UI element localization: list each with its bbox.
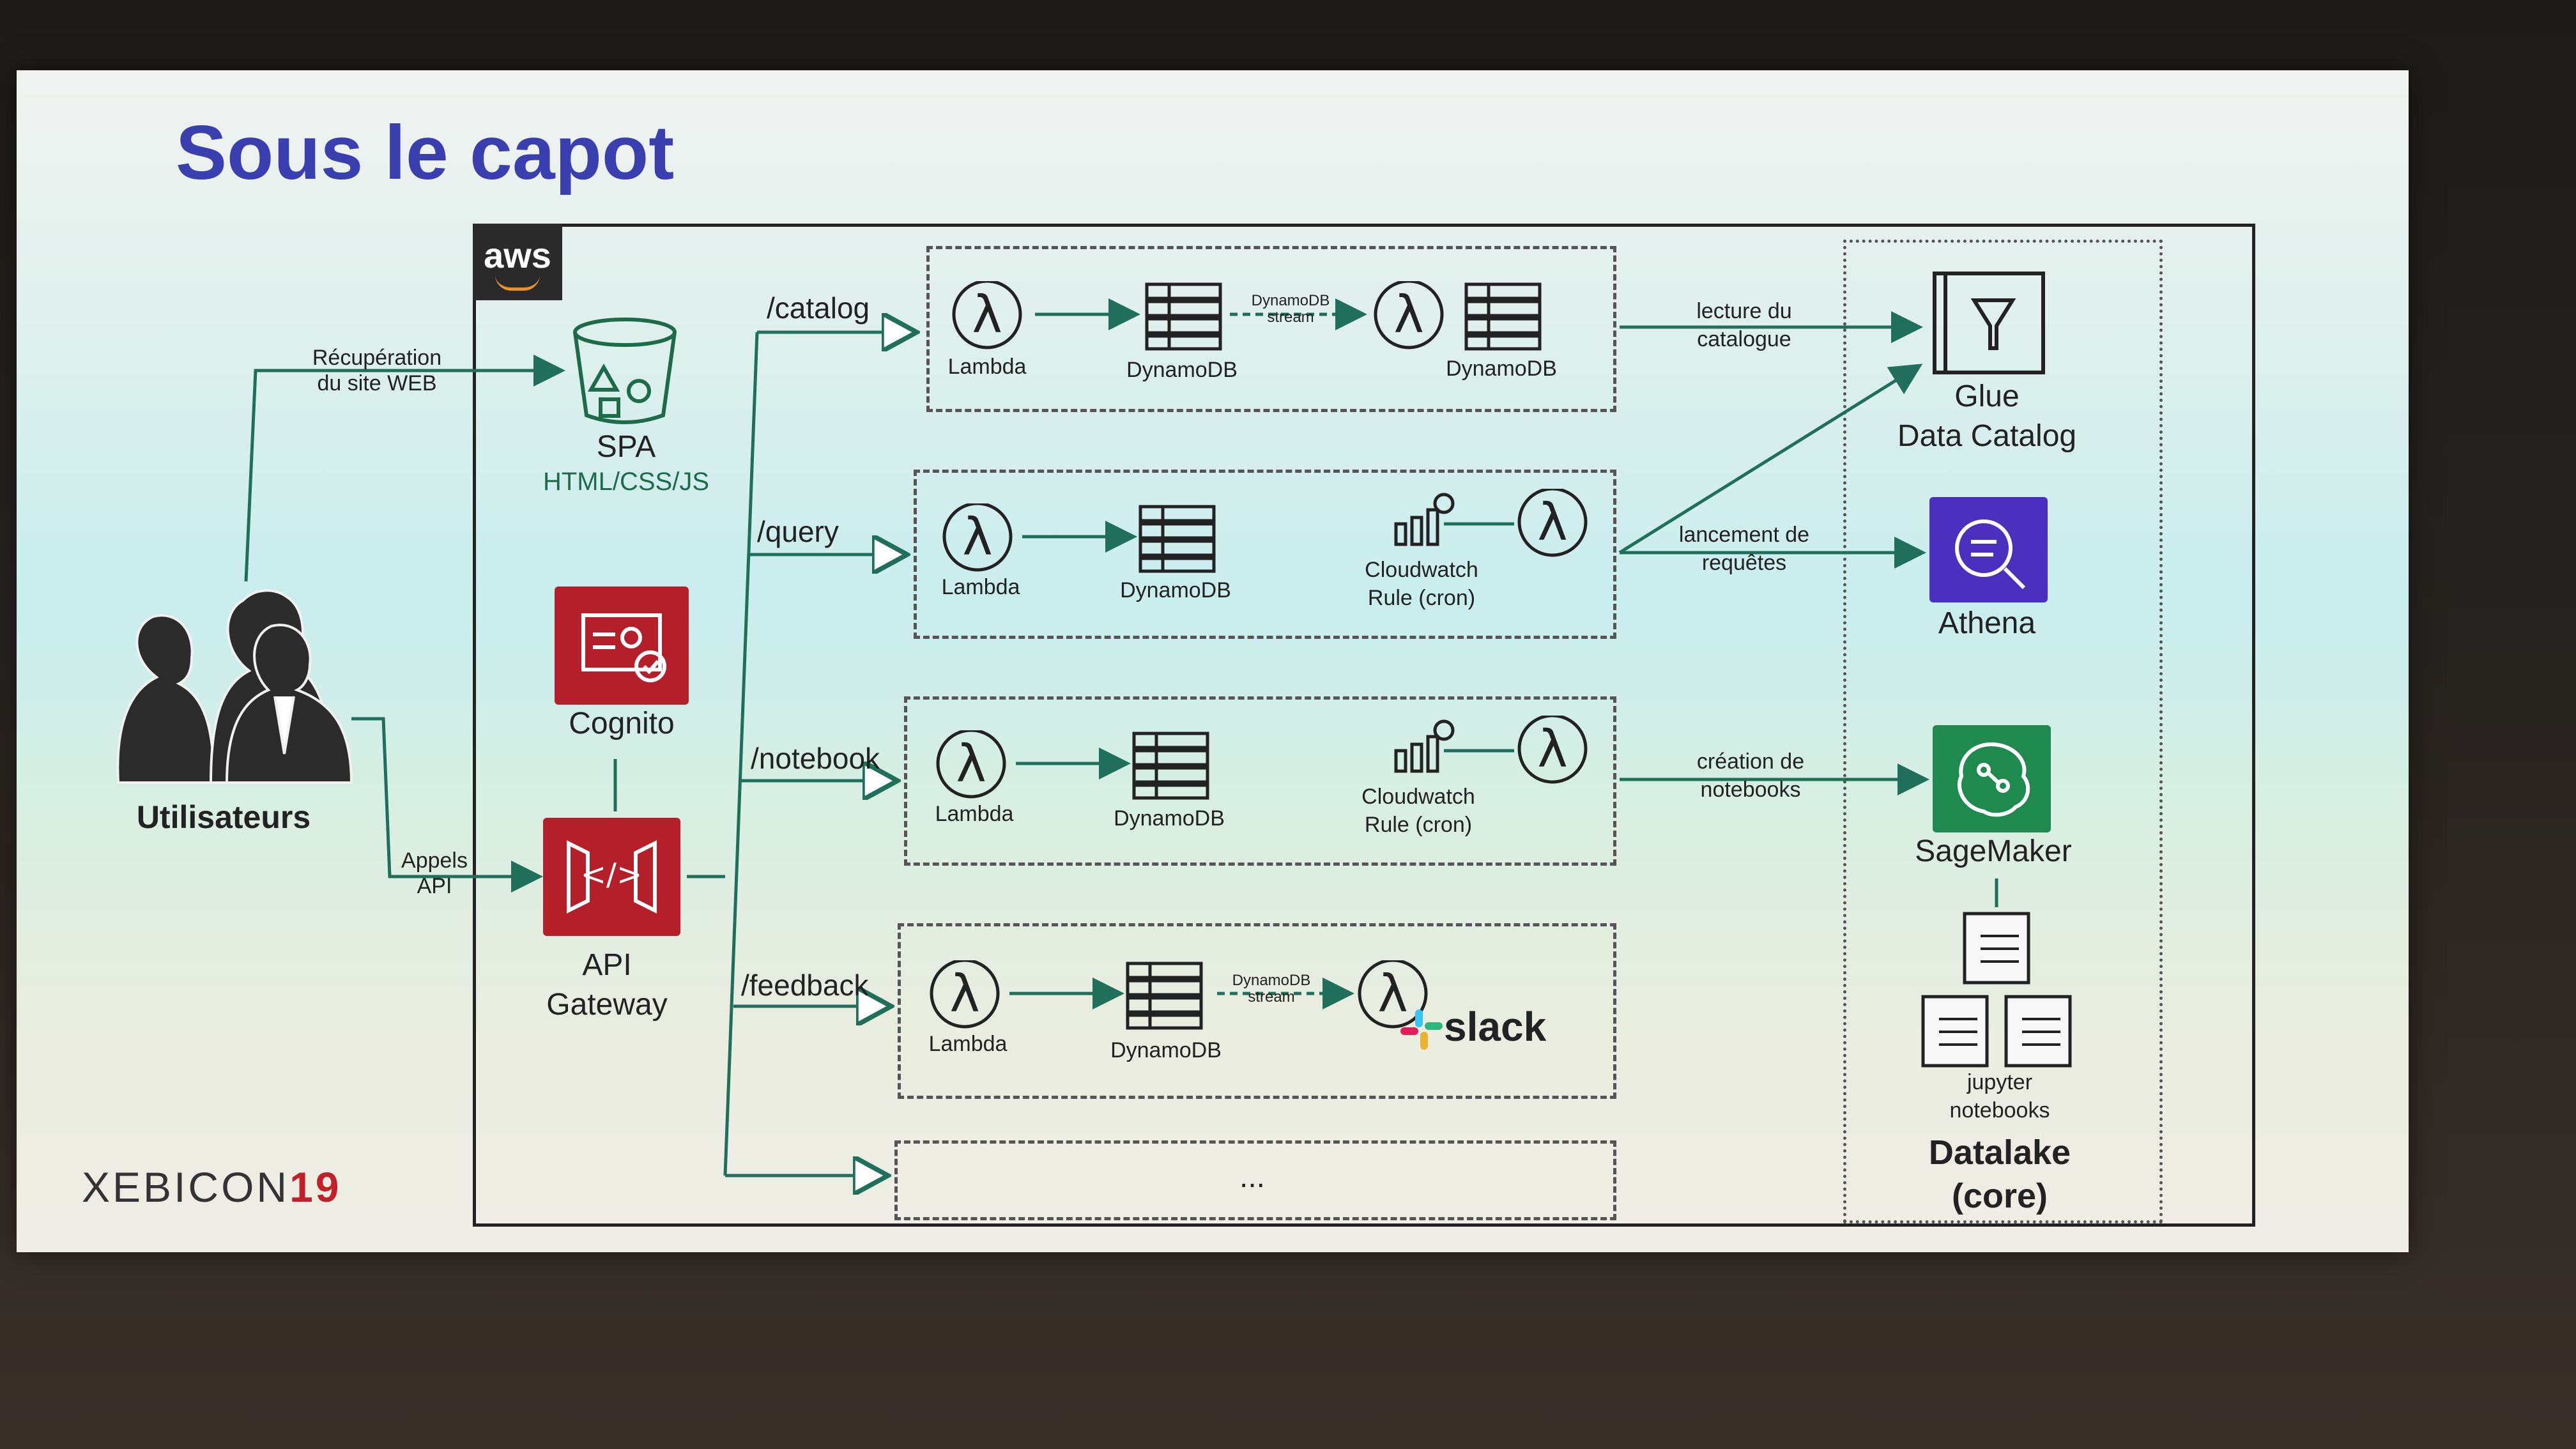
- users-icon: [116, 589, 353, 784]
- xebicon-logo: XEBICON19: [82, 1163, 342, 1211]
- dynamodb-label: DynamoDB: [1114, 806, 1225, 831]
- lambda-icon: λ: [1517, 489, 1588, 557]
- athena-label: Athena: [1938, 606, 2036, 640]
- aws-logo-text: aws: [484, 235, 551, 275]
- glue-label: Glue Data Catalog: [1897, 379, 2077, 453]
- dynamodb-label: DynamoDB: [1126, 358, 1238, 382]
- lane-feedback: [898, 923, 1616, 1099]
- xebicon-year: 19: [289, 1163, 342, 1211]
- route-feedback: /feedback: [741, 969, 869, 1002]
- cloudwatch-icon: [1394, 493, 1455, 546]
- athena-icon: [1929, 497, 2048, 602]
- cloudwatch-label: Cloudwatch Rule (cron): [1361, 785, 1475, 837]
- svg-text:λ: λ: [1537, 493, 1567, 552]
- dynamodb-icon: [1126, 962, 1203, 1030]
- datalake-group: [1843, 240, 2163, 1223]
- dynamodb-label: DynamoDB: [1446, 356, 1557, 381]
- route-catalog: /catalog: [767, 291, 870, 325]
- dynamodb-stream-label: DynamoDB stream: [1251, 292, 1330, 326]
- lane-more: [894, 1140, 1616, 1220]
- xebicon-brand: XEBICON: [82, 1163, 290, 1211]
- lane-catalog: [926, 246, 1616, 412]
- api-gateway-label: API Gateway: [546, 948, 668, 1022]
- edge-label-notebooks: création de notebooks: [1696, 749, 1805, 802]
- edge-label-queries: lancement de requêtes: [1678, 523, 1810, 575]
- aws-cloud-boundary: [473, 224, 2255, 1227]
- aws-smile-icon: [495, 275, 540, 291]
- lambda-icon: λ: [1358, 960, 1428, 1029]
- spa-label: SPA: [596, 430, 656, 464]
- lambda-icon: λ: [936, 730, 1006, 799]
- svg-text:</>: </>: [581, 857, 643, 893]
- svg-text:λ: λ: [1377, 964, 1407, 1023]
- dynamodb-icon: [1464, 282, 1542, 351]
- svg-text:λ: λ: [956, 734, 986, 793]
- lambda-icon: λ: [952, 281, 1022, 349]
- svg-text:λ: λ: [1393, 285, 1423, 344]
- more-lanes-ellipsis: ...: [1239, 1160, 1265, 1194]
- cognito-icon: [555, 586, 689, 705]
- lambda-icon: λ: [930, 960, 1000, 1029]
- svg-text:λ: λ: [962, 507, 992, 567]
- users-label: Utilisateurs: [136, 799, 311, 835]
- edge-label-catalog-read: lecture du catalogue: [1696, 299, 1792, 351]
- api-gateway-icon: </>: [543, 818, 680, 936]
- route-query: /query: [757, 515, 839, 548]
- dynamodb-stream-label: DynamoDB stream: [1232, 972, 1311, 1006]
- datalake-title: Datalake (core): [1928, 1133, 2071, 1215]
- s3-bucket-icon: [573, 318, 677, 424]
- lambda-label: Lambda: [947, 355, 1027, 379]
- slide-title: Sous le capot: [176, 110, 675, 195]
- sagemaker-icon: [1933, 725, 2051, 832]
- edge-label-api: Appels API: [401, 848, 468, 898]
- svg-text:λ: λ: [949, 964, 979, 1023]
- dynamodb-icon: [1138, 505, 1216, 573]
- lambda-label: Lambda: [941, 575, 1020, 599]
- dynamodb-label: DynamoDB: [1120, 578, 1231, 602]
- jupyter-label: jupyter notebooks: [1949, 1070, 2050, 1123]
- lambda-label: Lambda: [928, 1032, 1008, 1056]
- aws-logo-badge: aws: [473, 224, 562, 300]
- route-notebook: /notebook: [751, 742, 880, 775]
- sagemaker-label: SageMaker: [1915, 834, 2072, 868]
- lane-query: [914, 470, 1616, 639]
- slack-icon: [1400, 1009, 1443, 1050]
- cloudwatch-icon: [1394, 719, 1455, 773]
- dynamodb-icon: [1132, 732, 1209, 800]
- dynamodb-label: DynamoDB: [1110, 1038, 1222, 1062]
- slack-label: slack: [1444, 1004, 1547, 1050]
- glue-data-catalog-icon: [1933, 272, 2045, 374]
- svg-text:λ: λ: [1537, 719, 1567, 779]
- spa-sublabel: HTML/CSS/JS: [542, 468, 710, 496]
- cognito-label: Cognito: [569, 707, 675, 740]
- lambda-icon: λ: [942, 503, 1013, 572]
- dynamodb-icon: [1145, 282, 1222, 351]
- jupyter-notebook-icons: [1921, 912, 2072, 1068]
- lambda-icon: λ: [1517, 716, 1588, 784]
- cloudwatch-label: Cloudwatch Rule (cron): [1365, 558, 1478, 610]
- edge-label-web: Récupération du site WEB: [312, 346, 442, 395]
- lane-notebook: [904, 696, 1616, 866]
- lambda-icon: λ: [1374, 281, 1444, 349]
- lambda-label: Lambda: [935, 802, 1014, 826]
- svg-text:λ: λ: [972, 285, 1002, 344]
